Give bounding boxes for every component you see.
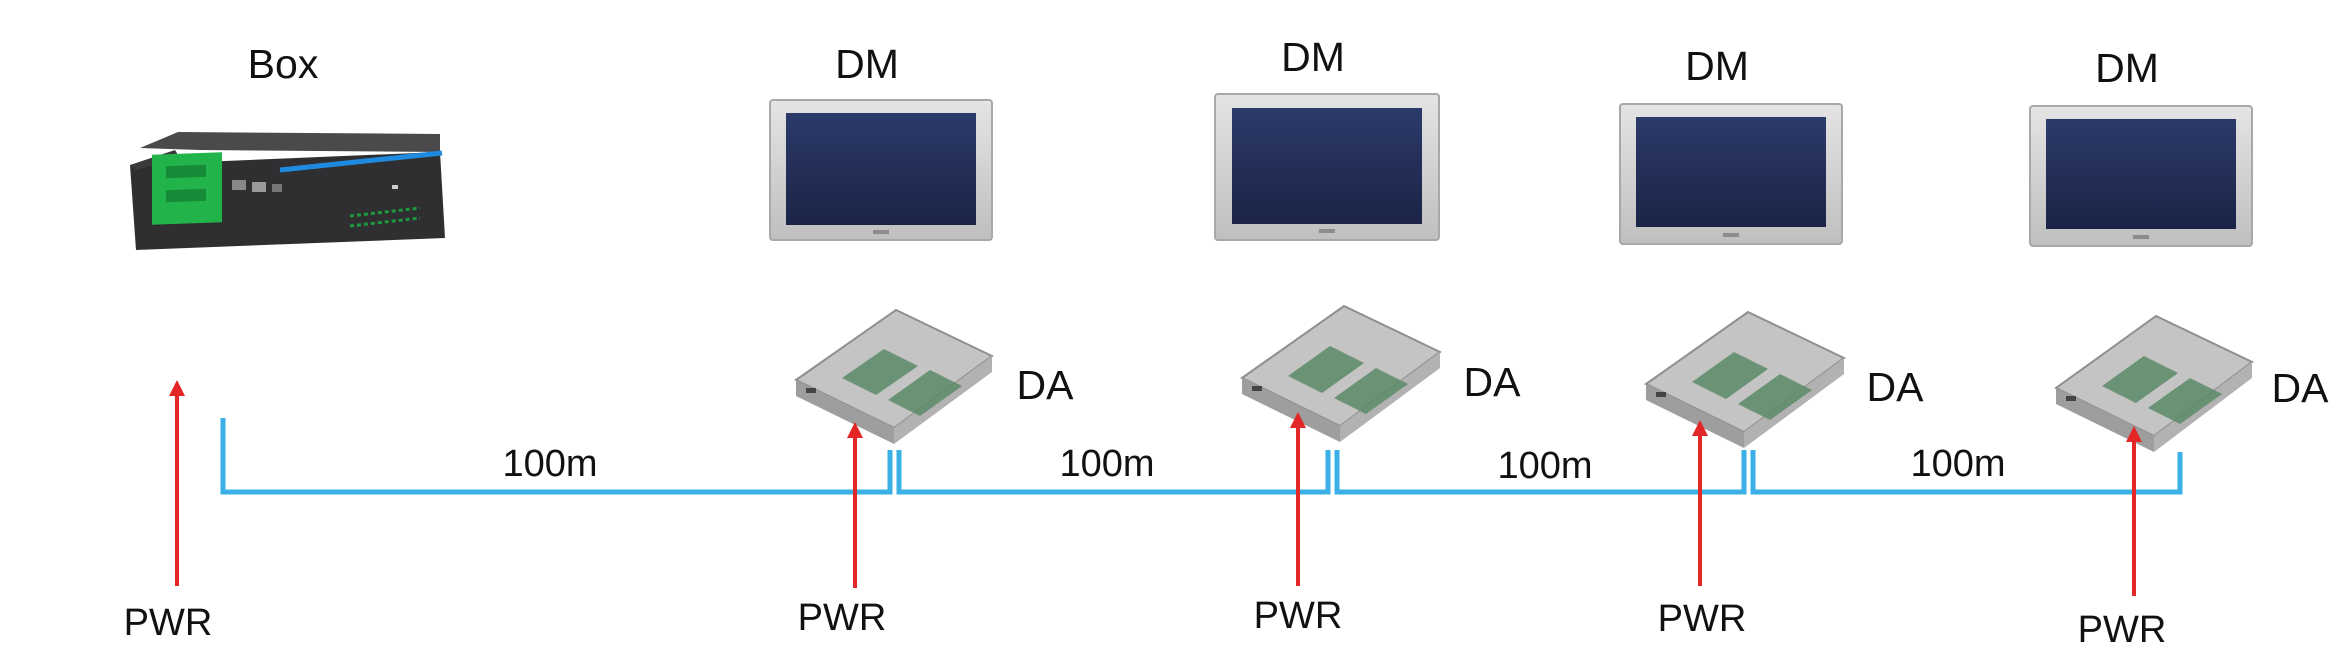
display-adapter-2-icon: [1240, 304, 1442, 442]
unit-3: DM DA PWR: [1619, 43, 1925, 640]
pwr-2-label: PWR: [1254, 595, 1343, 637]
display-monitor-4-icon: [2029, 105, 2253, 247]
display-monitor-1-icon: [769, 99, 993, 241]
adapter-4-label: DA: [2272, 365, 2330, 411]
cable-segment-3: [1334, 450, 1747, 495]
monitor-4-label: DM: [2095, 45, 2159, 91]
cable-segment-1: [220, 418, 893, 495]
monitor-2-label: DM: [1281, 34, 1345, 80]
unit-1: DM DA PWR: [769, 41, 1075, 639]
display-monitor-3-icon: [1619, 103, 1843, 245]
segment-2-length: 100m: [1059, 443, 1154, 485]
pwr-box-label: PWR: [124, 602, 213, 644]
adapter-1-label: DA: [1017, 362, 1075, 408]
adapter-2-label: DA: [1464, 359, 1522, 405]
box-label: Box: [248, 41, 319, 87]
segment-1-length: 100m: [502, 443, 597, 485]
monitor-3-label: DM: [1685, 43, 1749, 89]
display-adapter-1-icon: [794, 308, 994, 444]
display-adapter-3-icon: [1644, 310, 1846, 448]
display-monitor-2-icon: [1214, 93, 1440, 241]
pwr-4-label: PWR: [2078, 609, 2167, 651]
unit-2: DM DA PWR: [1214, 34, 1522, 637]
display-adapter-4-icon: [2054, 314, 2254, 452]
unit-4: DM DA PWR: [2029, 45, 2330, 651]
pwr-3-label: PWR: [1658, 598, 1747, 640]
cable-segment-4: [1750, 450, 2183, 495]
pwr-1-label: PWR: [798, 597, 887, 639]
cable-segment-2: [896, 450, 1331, 495]
segment-4-length: 100m: [1910, 443, 2005, 485]
box-pc-icon: [130, 132, 445, 250]
monitor-1-label: DM: [835, 41, 899, 87]
segment-3-length: 100m: [1497, 445, 1592, 487]
adapter-3-label: DA: [1867, 364, 1925, 410]
